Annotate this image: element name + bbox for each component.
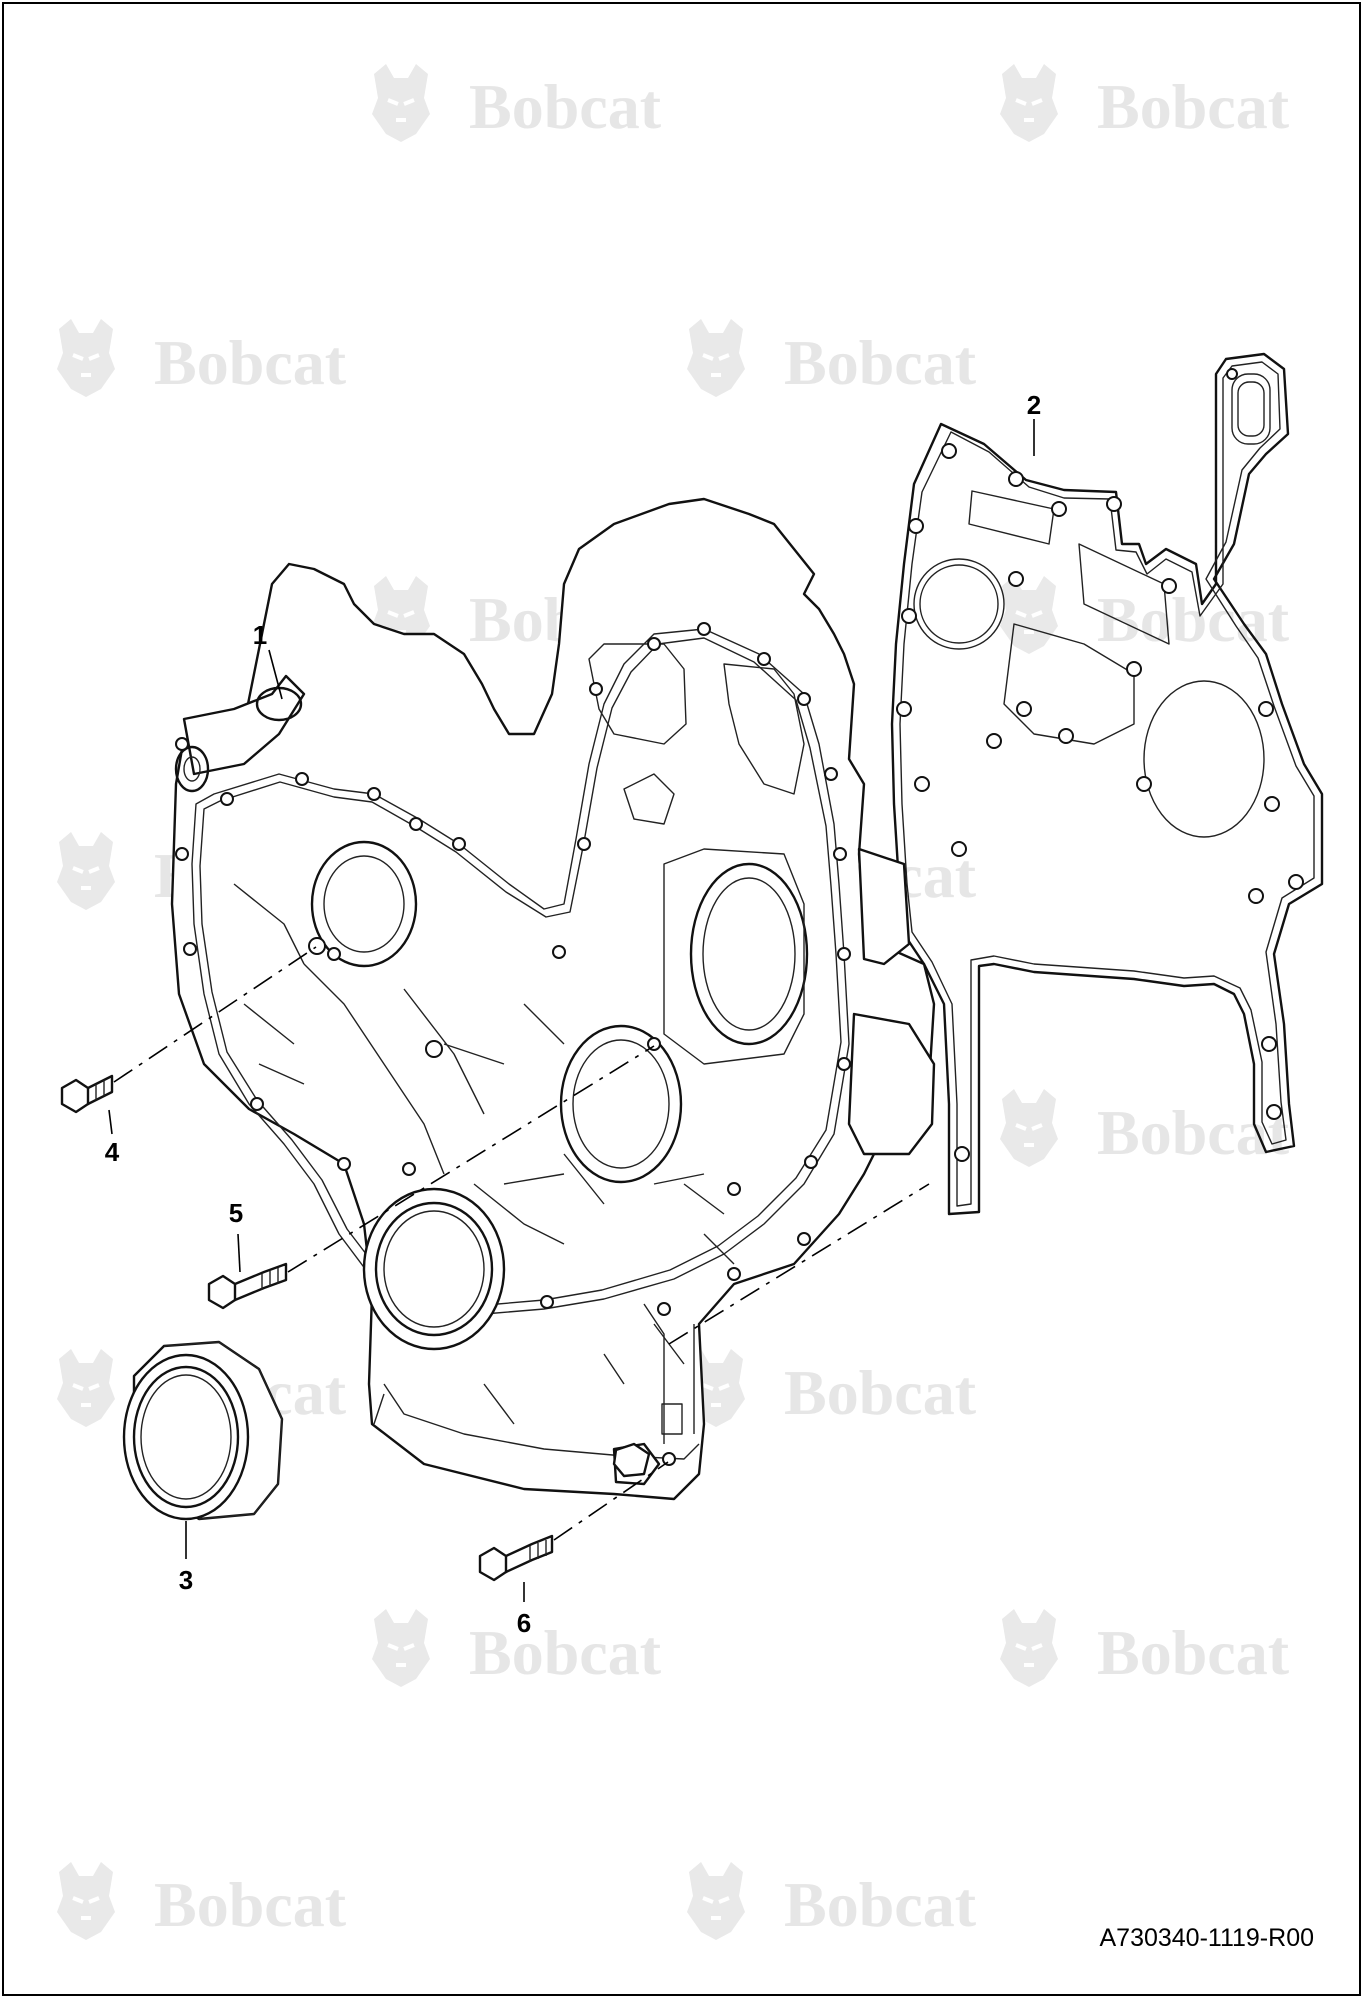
watermark-logo-icon: [370, 1607, 432, 1689]
watermark-logo-icon: [55, 1860, 117, 1942]
watermark-text: Bobcat: [1097, 584, 1290, 655]
callout-2: 2: [1027, 390, 1041, 420]
watermark-text: Bobcat: [784, 1357, 977, 1428]
callout-3: 3: [179, 1565, 193, 1595]
assembly-center-lines: [113, 946, 930, 1541]
bolt-part-4: [60, 1074, 114, 1114]
gasket-bolt-holes: [896, 368, 1304, 1162]
callout-1: 1: [253, 620, 267, 650]
watermark-text: Bobcat: [1097, 1097, 1290, 1168]
watermark-logo-icon: [998, 1087, 1060, 1169]
watermark-text: Bobcat: [154, 327, 347, 398]
callout-leaders: [108, 419, 1035, 1602]
callout-5: 5: [229, 1198, 243, 1228]
watermark-logo-icon: [370, 62, 432, 144]
watermark-text: Bobcat: [784, 1869, 977, 1940]
callout-labels: 1 2 3 4 5 6: [105, 390, 1041, 1638]
watermark-text: Bobcat: [784, 327, 977, 398]
watermark-logo-icon: [998, 1607, 1060, 1689]
callout-4: 4: [105, 1137, 120, 1167]
watermark-text: Bobcat: [469, 1617, 662, 1688]
watermark-logo-icon: [998, 62, 1060, 144]
exploded-view-diagram: Bobcat Bobcat Bobcat Bobcat Bobcat Bobca…: [55, 62, 1324, 1952]
drawing-reference-code: A730340-1119-R00: [1099, 1924, 1314, 1952]
watermark-text: Bobcat: [1097, 1617, 1290, 1688]
watermark-logo-icon: [55, 317, 117, 399]
watermark-logo-icon: [998, 574, 1060, 656]
watermark-logo-icon: [55, 830, 117, 912]
bolt-part-6: [478, 1534, 554, 1582]
oil-seal-part-3: [122, 1340, 284, 1521]
watermark-text: Bobcat: [1097, 71, 1290, 142]
bolt-part-5: [207, 1262, 288, 1310]
watermark-text: Bobcat: [154, 1869, 347, 1940]
watermark-logo-icon: [685, 317, 747, 399]
callout-6: 6: [517, 1608, 531, 1638]
gear-case-cover-part-1: [170, 497, 936, 1501]
watermark-logo-icon: [685, 1860, 747, 1942]
watermark-logo-icon: [55, 1347, 117, 1429]
gasket-part-2: [890, 352, 1324, 1216]
watermark-text: Bobcat: [469, 71, 662, 142]
cover-bolt-holes: [175, 622, 851, 1466]
